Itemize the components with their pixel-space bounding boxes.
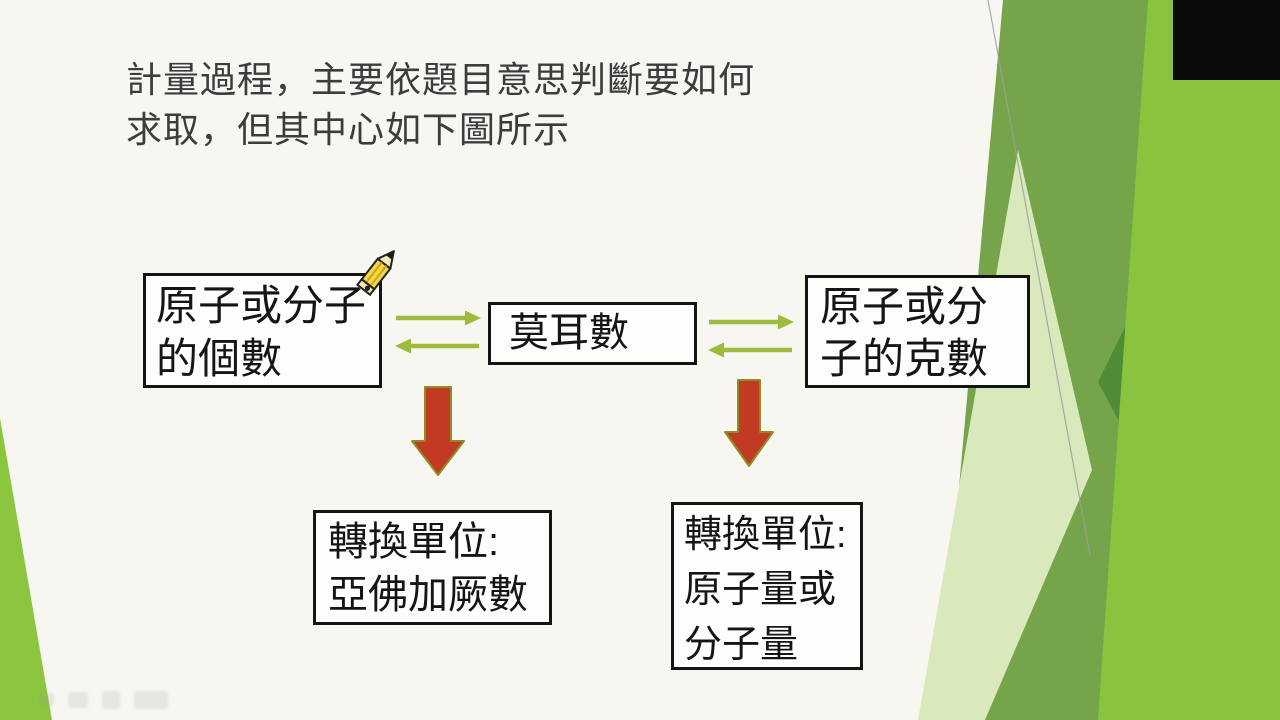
- box-mole-number-line-1: 莫耳數: [509, 311, 629, 355]
- box-conversion-atomic-weight-line-3: 分子量: [684, 624, 799, 666]
- box-atom-molecule-count: 原子或分子 的個數: [143, 273, 382, 388]
- red-down-arrow-left: [411, 386, 465, 476]
- box-atom-molecule-count-line-1: 原子或分子: [156, 282, 367, 329]
- watermark: [38, 688, 208, 712]
- pale-green-triangle: [918, 150, 1092, 720]
- box-atom-molecule-count-line-2: 的個數: [156, 335, 283, 382]
- left-corner-green-wedge: [0, 418, 52, 720]
- thin-diagonal-line: [987, 0, 1091, 556]
- box-atom-molecule-grams-line-1: 原子或分: [820, 283, 989, 330]
- box-conversion-atomic-weight-line-1: 轉換單位:: [684, 514, 847, 556]
- red-down-arrow-right: [724, 379, 774, 467]
- pencil-icon: [355, 250, 395, 297]
- slide-title: 計量過程，主要依題目意思判斷要如何 求取，但其中心如下圖所示: [126, 55, 906, 155]
- arrow-gram-to-mole: [708, 342, 792, 358]
- black-rectangle-overlay: [1173, 0, 1280, 80]
- slide-title-line-2: 求取，但其中心如下圖所示: [126, 109, 571, 150]
- box-conversion-atomic-weight: 轉換單位: 原子量或 分子量: [671, 502, 863, 670]
- box-atom-molecule-grams: 原子或分 子的克數: [805, 275, 1030, 388]
- box-mole-number: 莫耳數: [488, 302, 697, 365]
- arrow-mole-to-count: [395, 338, 479, 354]
- box-conversion-avogadro-line-1: 轉換單位:: [328, 520, 500, 564]
- box-atom-molecule-grams-line-2: 子的克數: [820, 335, 989, 382]
- arrow-count-to-mole: [396, 310, 481, 326]
- box-conversion-atomic-weight-line-2: 原子量或: [684, 569, 837, 611]
- bright-green-triangle: [1098, 0, 1280, 720]
- arrow-mole-to-gram: [709, 314, 794, 330]
- slide-title-line-1: 計量過程，主要依題目意思判斷要如何: [126, 59, 756, 100]
- box-conversion-avogadro: 轉換單位: 亞佛加厥數: [313, 510, 552, 625]
- box-conversion-avogadro-line-2: 亞佛加厥數: [328, 573, 528, 617]
